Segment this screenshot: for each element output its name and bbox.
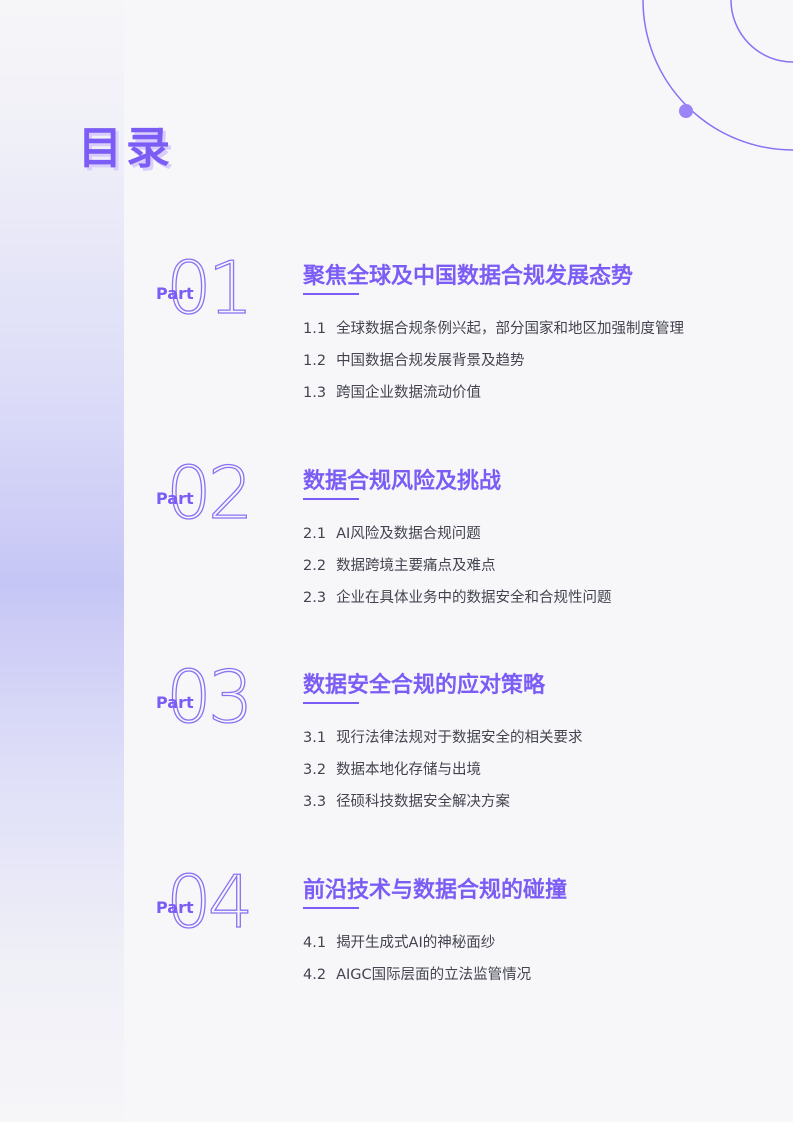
toc-item-number: 2.3 <box>303 590 327 606</box>
toc-item[interactable]: 2.1 AI风险及数据合规问题 <box>303 518 612 550</box>
title-underline <box>303 702 359 704</box>
part-number: 04 <box>165 860 254 944</box>
toc-item-number: 2.2 <box>303 558 327 574</box>
toc-item[interactable]: 3.1 现行法律法规对于数据安全的相关要求 <box>303 722 583 754</box>
side-gradient-band <box>0 0 124 1122</box>
title-underline <box>303 293 359 295</box>
toc-item-number: 1.2 <box>303 353 327 369</box>
part-label: Part <box>156 284 194 303</box>
toc-item-text: AIGC国际层面的立法监管情况 <box>336 967 532 983</box>
part-label: Part <box>156 898 194 917</box>
title-underline <box>303 498 359 500</box>
toc-item-number: 3.1 <box>303 730 327 746</box>
toc-item-text: 径硕科技数据安全解决方案 <box>336 794 511 810</box>
toc-item-number: 4.1 <box>303 935 327 951</box>
toc-item[interactable]: 1.2 中国数据合规发展背景及趋势 <box>303 345 684 377</box>
toc-item[interactable]: 3.3 径硕科技数据安全解决方案 <box>303 786 583 818</box>
toc-list: 2.1 AI风险及数据合规问题 2.2 数据跨境主要痛点及难点 2.3 企业在具体业务… <box>303 518 612 614</box>
part-number: 01 <box>165 246 254 330</box>
toc-item[interactable]: 4.2 AIGC国际层面的立法监管情况 <box>303 959 531 991</box>
part-number: 03 <box>165 655 254 739</box>
page-title: 目录 <box>78 123 174 174</box>
toc-item[interactable]: 1.1 全球数据合规条例兴起，部分国家和地区加强制度管理 <box>303 313 684 345</box>
toc-item-text: 数据本地化存储与出境 <box>336 762 482 778</box>
toc-item-text: 全球数据合规条例兴起，部分国家和地区加强制度管理 <box>336 321 685 337</box>
toc-item[interactable]: 1.3 跨国企业数据流动价值 <box>303 377 684 409</box>
toc-item-text: AI风险及数据合规问题 <box>336 526 481 542</box>
part-number: 02 <box>165 451 254 535</box>
toc-item-text: 揭开生成式AI的神秘面纱 <box>336 935 496 951</box>
toc-item-number: 3.2 <box>303 762 327 778</box>
section-title[interactable]: 前沿技术与数据合规的碰撞 <box>303 878 568 903</box>
part-label: Part <box>156 489 194 508</box>
section-title[interactable]: 聚焦全球及中国数据合规发展态势 <box>303 264 634 289</box>
toc-item[interactable]: 3.2 数据本地化存储与出境 <box>303 754 583 786</box>
toc-item-number: 1.3 <box>303 385 327 401</box>
content-panel <box>124 0 793 1122</box>
decorative-rings-icon <box>642 0 793 151</box>
toc-item-text: 数据跨境主要痛点及难点 <box>336 558 496 574</box>
part-label: Part <box>156 693 194 712</box>
title-underline <box>303 907 359 909</box>
toc-item[interactable]: 2.2 数据跨境主要痛点及难点 <box>303 550 612 582</box>
toc-list: 4.1 揭开生成式AI的神秘面纱 4.2 AIGC国际层面的立法监管情况 <box>303 927 531 991</box>
toc-list: 1.1 全球数据合规条例兴起，部分国家和地区加强制度管理 1.2 中国数据合规发展背… <box>303 313 684 409</box>
toc-list: 3.1 现行法律法规对于数据安全的相关要求 3.2 数据本地化存储与出境 3.3 径硕… <box>303 722 583 818</box>
toc-item-number: 1.1 <box>303 321 327 337</box>
toc-item-text: 企业在具体业务中的数据安全和合规性问题 <box>336 590 612 606</box>
section-title[interactable]: 数据合规风险及挑战 <box>303 469 502 494</box>
toc-item[interactable]: 4.1 揭开生成式AI的神秘面纱 <box>303 927 531 959</box>
toc-item-text: 中国数据合规发展背景及趋势 <box>336 353 525 369</box>
toc-item-number: 2.1 <box>303 526 327 542</box>
section-title[interactable]: 数据安全合规的应对策略 <box>303 673 546 698</box>
toc-item-number: 4.2 <box>303 967 327 983</box>
toc-item-text: 现行法律法规对于数据安全的相关要求 <box>336 730 583 746</box>
toc-item[interactable]: 2.3 企业在具体业务中的数据安全和合规性问题 <box>303 582 612 614</box>
toc-item-text: 跨国企业数据流动价值 <box>336 385 482 401</box>
toc-item-number: 3.3 <box>303 794 327 810</box>
